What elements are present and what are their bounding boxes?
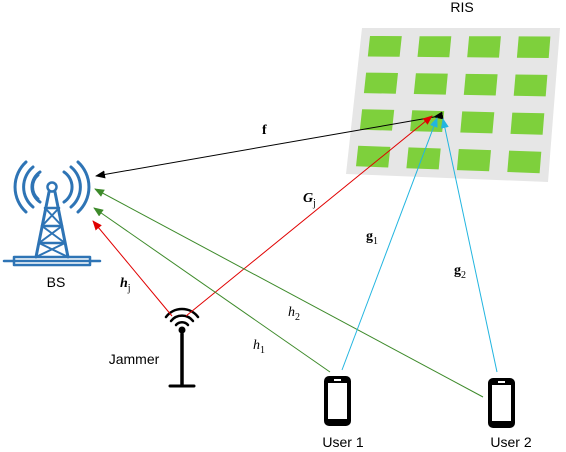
g2-label: g2 [454,263,466,281]
f-label: f [262,123,267,138]
ris-element [363,72,398,94]
ris-label: RIS [450,0,473,15]
ris-element [516,36,551,58]
ris-element [367,36,402,57]
ris-element [507,150,542,174]
bs-label: BS [47,274,66,290]
jammer-antenna-icon [164,307,200,388]
ris-element [463,73,498,96]
base-station-icon [2,160,102,267]
link-hj-jammer-to-bs [92,220,173,317]
ris-element [410,110,445,132]
ris-element [456,149,491,172]
ris-element [513,74,548,97]
ris-element [417,36,452,58]
jammer-label: Jammer [109,351,160,367]
ris-element [413,73,448,95]
user2-label: User 2 [490,434,531,450]
Gj-label: Gj [303,191,316,209]
h1-label: h1 [253,338,265,356]
link-g1-user1-to-ris [341,117,438,371]
ris-element [467,36,501,58]
user1-phone-icon [324,376,351,426]
link-h1-user1-to-bs [93,207,331,373]
user2-phone-icon [488,378,515,428]
link-Gj-jammer-to-ris [185,115,433,317]
hj-label: hj [120,276,131,294]
ris-surface [346,28,560,182]
link-h2-user2-to-bs [94,188,484,398]
h2-label: h2 [288,305,300,323]
ris-element [460,111,495,134]
link-f-ris-to-bs [95,111,444,179]
g1-label: g1 [366,229,378,247]
link-g2-user2-to-ris [440,118,498,373]
ris-element [406,147,441,170]
user1-label: User 1 [322,434,363,450]
ris-element [510,112,545,135]
